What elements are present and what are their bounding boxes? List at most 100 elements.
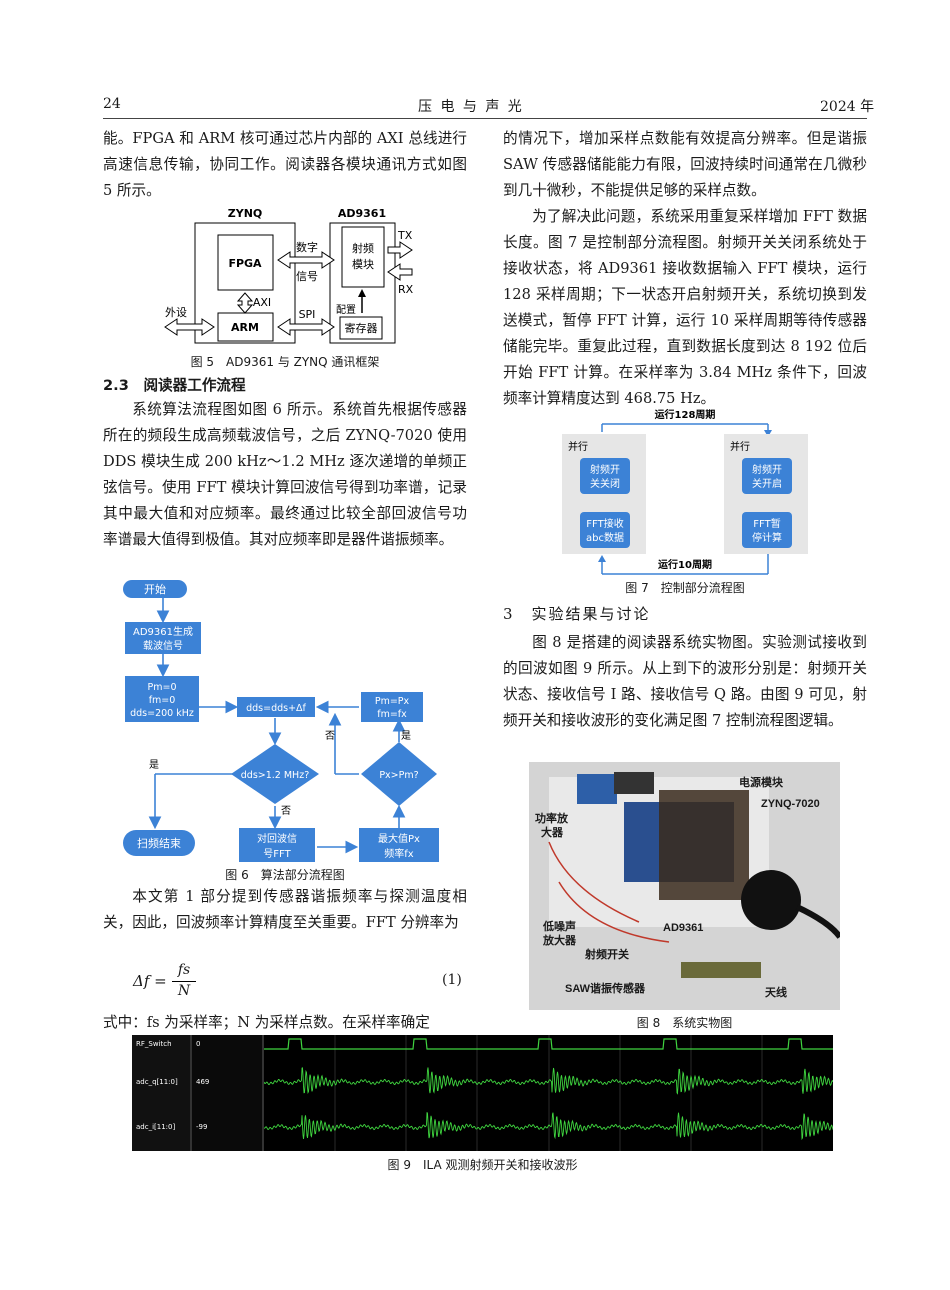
flow-cond-px [361,742,437,806]
right-para-1: 的情况下，增加采样点数能有效提高分辨率。但是谐振 SAW 传感器储能能力有限，回… [503,130,867,199]
axi-label: AXI [253,296,271,309]
flow-update-box [361,692,423,722]
flow-fft-box [239,828,315,862]
flow-generate-box [125,622,201,654]
label-saw-sensor: SAW谐振传感器 [565,983,646,995]
ila-value-rf-switch: 0 [196,1040,201,1048]
ila-waveform-plot [264,1035,833,1151]
label-antenna: 天线 [765,987,787,999]
right-para-3: 图 8 是搭建的阅读器系统实物图。实验测试接收到的回波如图 9 所示。从上到下的… [503,634,867,729]
figure-8-caption: 图 8 系统实物图 [636,1016,733,1030]
section-heading-3: 3 实验结果与讨论 [503,605,651,623]
flow-init-box [125,676,199,722]
fig7-top-label: 运行128周期 [655,408,716,421]
figure-6-flowchart: 开始 AD9361生成 载波信号 Pm=0 fm=0 dds=200 kHz d… [123,580,439,862]
flow-no-label-1: 否 [281,805,291,817]
label-ad9361: AD9361 [663,922,704,934]
tx-arrow [387,241,413,259]
flow-cond-dds-label: dds>1.2 MHz? [241,770,309,781]
ila-signal-name-rf-switch: RF_Switch [136,1040,172,1048]
fig7-rf-off-label-2: 关关闭 [590,477,620,490]
axi-arrow [236,292,254,314]
fig7-rf-on-label-1: 射频开 [752,463,782,476]
fig7-fft-pause-label-2: 停计算 [752,531,782,544]
digital-label: 数字 [296,240,318,254]
flow-yes-label-1: 是 [149,759,159,771]
flow-update-label-2: fm=fx [377,709,407,720]
ila-signal-values: 0 469 -99 [192,1035,264,1151]
flow-end-label: 扫频结束 [137,836,181,850]
label-lna: 低噪声放大器 [543,921,576,947]
rf-label-2: 模块 [352,258,374,271]
flow-yes-label-2: 是 [401,730,411,742]
flow-start-label: 开始 [144,582,166,596]
flow-max-label-1: 最大值Px [378,832,420,845]
fpga-box [217,234,274,291]
ila-adc-q-trace [264,1067,833,1095]
spi-arrow [277,318,335,336]
rf-label-1: 射频 [352,241,374,255]
config-label: 配置 [336,304,356,316]
equation-lhs: Δf = [133,972,167,990]
ila-rf-switch-trace [264,1038,833,1050]
register-box [339,316,383,340]
fig7-fft-pause-box [742,512,792,548]
figure-6-caption: 图 6 算法部分流程图 [225,868,345,882]
fig7-rf-off-box [580,458,630,494]
figure-5-diagram: ZYNQ AD9361 FPGA ARM 射频 模块 寄存器 数字 信号 SPI… [164,207,414,344]
label-zynq-7020: ZYNQ-7020 [761,798,820,810]
figure-5-caption: 图 5 AD9361 与 ZYNQ 通讯框架 [190,355,380,369]
ila-signal-names: RF_Switch adc_q[11:0] adc_i[11:0] [132,1035,192,1151]
ila-signal-name-adc-q: adc_q[11:0] [136,1078,178,1086]
antenna [741,870,801,930]
fig7-rf-on-box [742,458,792,494]
flow-fft-label-1: 对回波信 [257,832,297,845]
arm-label: ARM [231,321,259,334]
rx-label: RX [398,283,414,296]
figure-7-caption: 图 7 控制部分流程图 [625,581,745,595]
flow-generate-label-2: 载波信号 [143,639,183,652]
zynq-box [194,222,296,344]
ila-value-adc-i: -99 [196,1123,208,1131]
config-arrow-head [358,289,366,297]
flow-fft-label-2: 号FFT [263,848,291,860]
ila-value-adc-q: 469 [196,1078,210,1086]
figure-7-flowchart: 运行128周期 并行 并行 射频开 关关闭 FFT接收 abc数据 射频开 关开… [562,408,808,575]
equation-label: (1) [442,972,462,988]
figure-8-photo: 电源模块 ZYNQ-7020 功率放大器 低噪声放大器 AD9361 射频开关 … [529,762,840,1010]
flow-no-label-2: 否 [325,730,335,742]
figure-9-ila-waveform: RF_Switch adc_q[11:0] adc_i[11:0] 0 469 … [132,1035,833,1151]
left-para-4: 式中：fs 为采样率；N 为采样点数。在采样率确定 [103,1014,430,1031]
flow-max-label-2: 频率fx [384,847,414,860]
ila-adc-i-trace [264,1112,833,1141]
page-number: 24 [103,96,121,112]
left-para-3: 本文第 1 部分提到传感器谐振频率与探测温度相关，因此，回波频率计算精度至关重要… [103,888,467,931]
equation-denominator: N [177,983,191,999]
saw-sensor [681,962,761,978]
flow-max-box [359,828,439,862]
rf-module-box [341,226,385,288]
ad9361-box [329,222,396,344]
flow-cond-px-label: Px>Pm? [379,770,418,781]
label-power-module: 电源模块 [739,777,783,789]
fig7-fft-recv-label-2: abc数据 [586,531,624,544]
flow-increment-label: dds=dds+Δf [246,703,306,714]
register-label: 寄存器 [345,321,378,335]
board-zynq [659,790,749,900]
journal-title: 压 电 与 声 光 [418,99,524,115]
rx-arrow [387,263,413,281]
tx-label: TX [397,229,413,242]
left-para-1: 能。FPGA 和 ARM 核可通过芯片内部的 AXI 总线进行高速信息传输，协同… [103,130,467,199]
fig7-parallel-left: 并行 [568,440,588,453]
equation-numerator: fs [177,962,191,978]
flow-increment-box [237,697,315,717]
label-power-amplifier: 功率放大器 [535,813,568,839]
equation-fraction-bar [172,981,196,982]
flow-init-label-2: fm=0 [149,695,176,706]
fig7-bottom-label: 运行10周期 [658,558,712,571]
digital-signal-arrow [277,251,335,269]
left-para-2: 系统算法流程图如图 6 所示。系统首先根据传感器所在的频段生成高频载波信号，之后… [103,401,467,548]
flow-init-label-3: dds=200 kHz [130,708,194,719]
figure-9-caption: 图 9 ILA 观测射频开关和接收波形 [387,1158,578,1172]
ila-signal-name-adc-i: adc_i[11:0] [136,1123,176,1131]
